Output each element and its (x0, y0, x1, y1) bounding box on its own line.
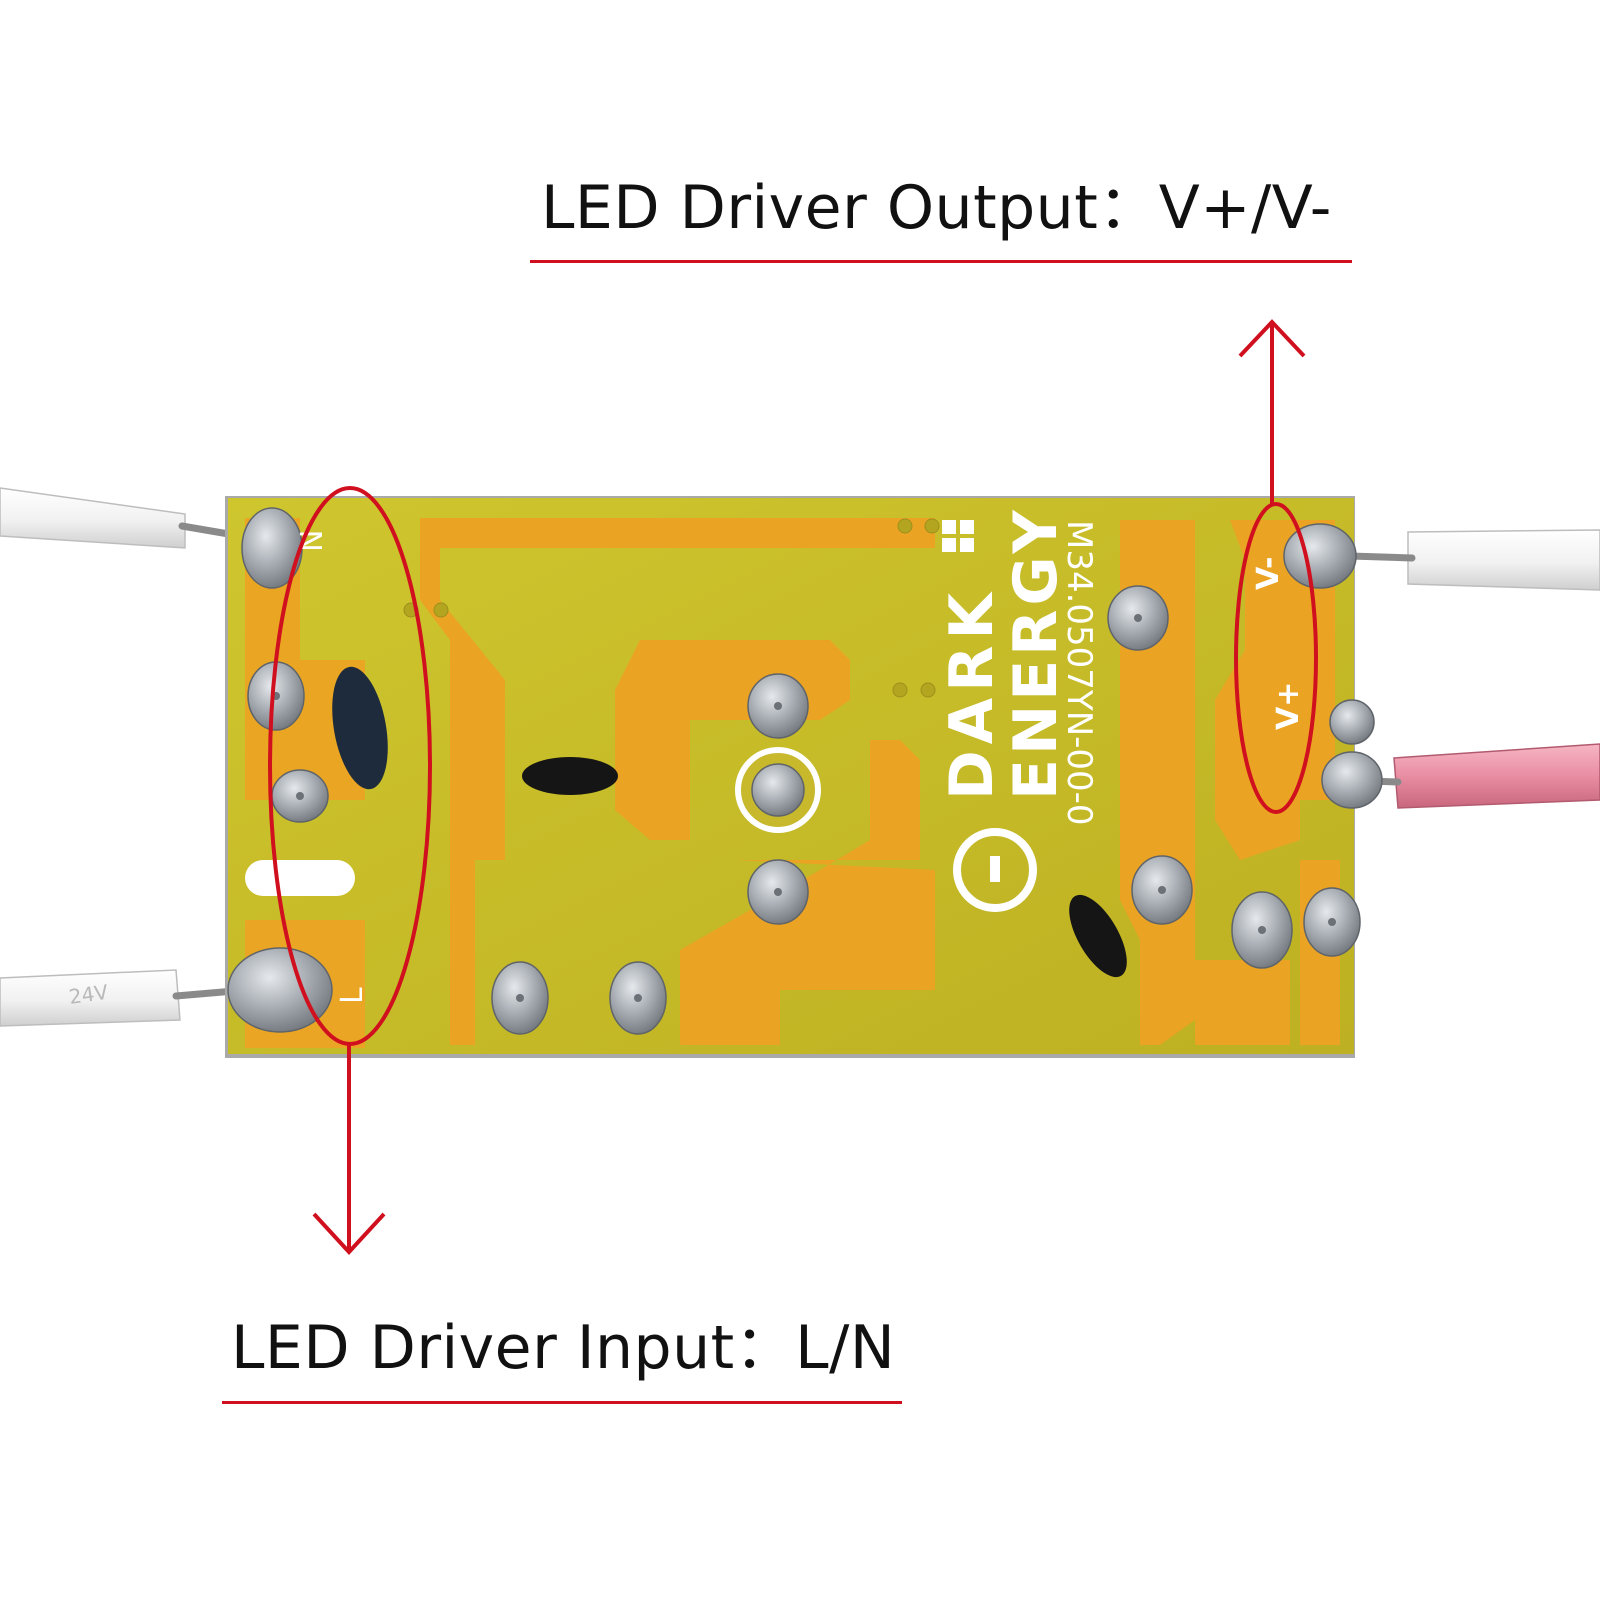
pcb-board (225, 496, 1383, 1058)
input-wire-l (0, 969, 250, 1027)
model-code-text: M34.0507YN-00-0 (1059, 520, 1099, 826)
input-caption: LED Driver Input：L/N (231, 1313, 896, 1383)
brand-line2-text: ENERGY (1001, 506, 1071, 800)
output-caption: LED Driver Output：V+/V- (541, 173, 1332, 243)
output-caption-underline (530, 260, 1352, 263)
pin-v-minus-label: V- (1251, 557, 1286, 591)
output-wire-v-minus (1346, 529, 1600, 591)
brand-line1-text: DARK (937, 587, 1007, 800)
board-silkscreen: DARK ENERGY M34.0507YN-00-0 N L V- V+ (295, 506, 1306, 1004)
input-annotation (268, 486, 432, 1255)
input-arrowhead (312, 1212, 386, 1255)
output-arrowhead (1238, 319, 1306, 358)
output-highlight-ellipse (1234, 502, 1318, 814)
pin-v-plus-label: V+ (1271, 682, 1306, 730)
output-annotation (1234, 319, 1318, 814)
input-caption-underline (222, 1401, 902, 1404)
pin-l-label: L (335, 987, 370, 1004)
input-wire-n (0, 487, 256, 549)
wire-print-text: 24V (67, 980, 109, 1009)
